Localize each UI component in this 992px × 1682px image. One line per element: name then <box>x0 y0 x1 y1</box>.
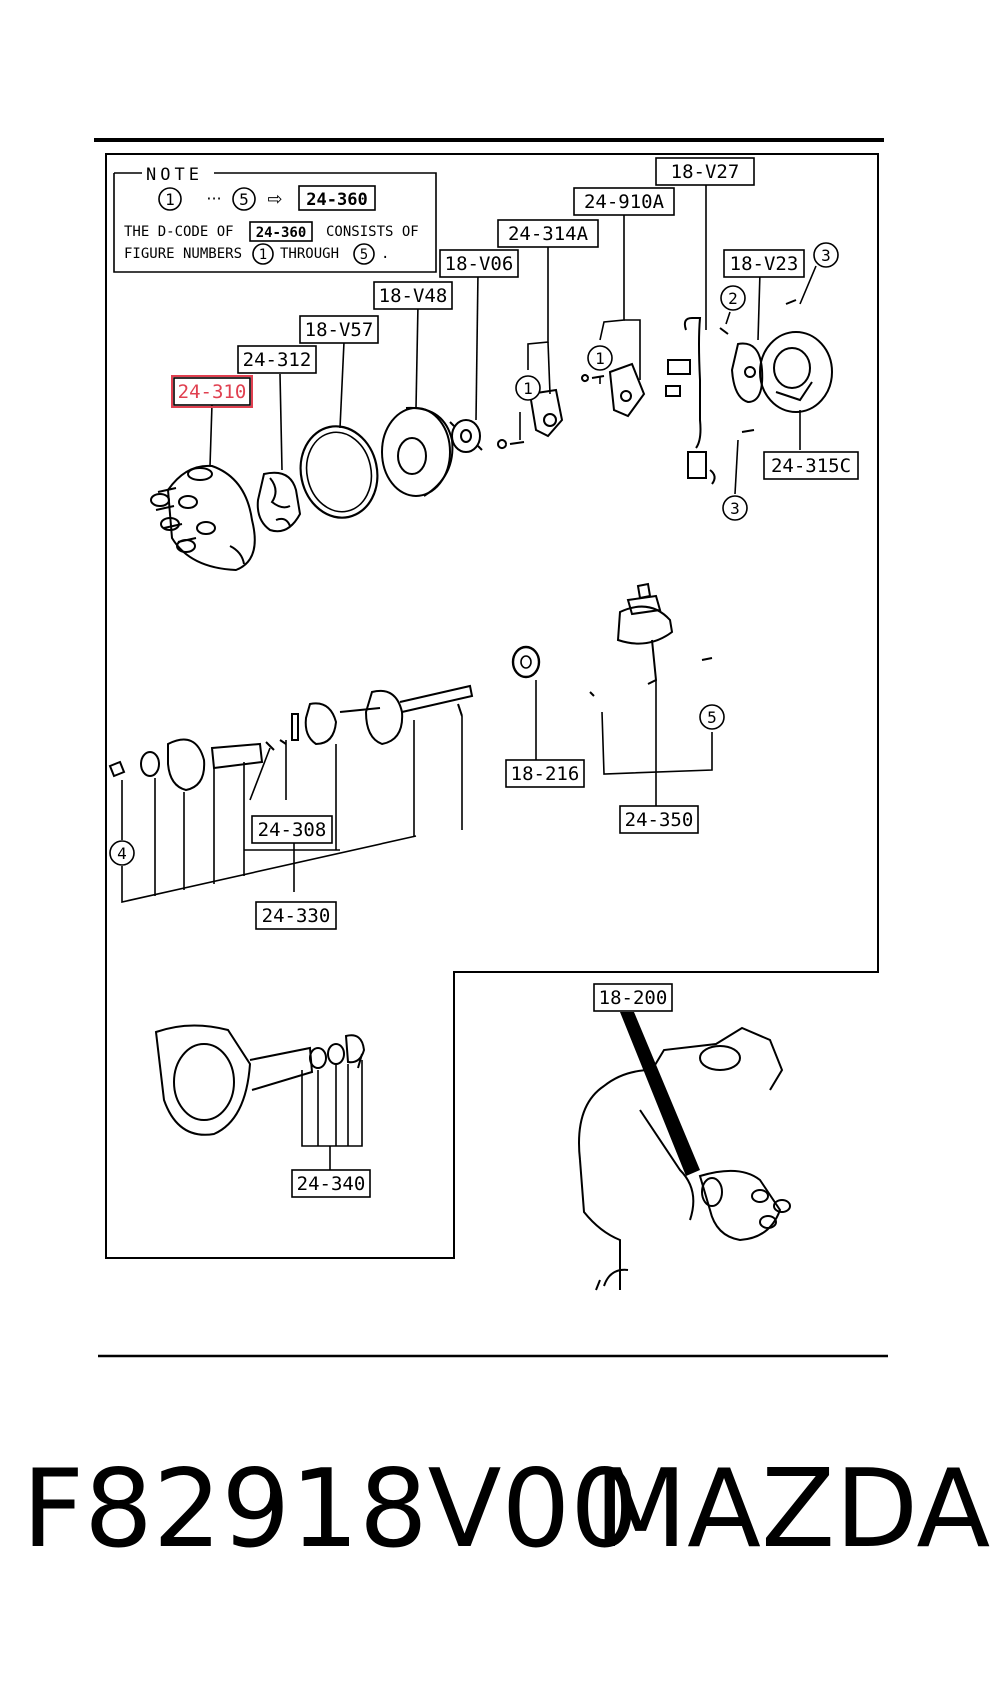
figure-numbers: 1 1 2 3 3 4 5 <box>109 242 839 866</box>
svg-text:···: ··· <box>206 189 221 208</box>
label-24-314A: 24-314A <box>497 219 599 248</box>
svg-text:2: 2 <box>728 289 738 308</box>
svg-text:18-V57: 18-V57 <box>305 319 374 341</box>
svg-text:18-V23: 18-V23 <box>730 253 799 275</box>
svg-text:24-350: 24-350 <box>625 809 694 831</box>
svg-text:24-314A: 24-314A <box>508 223 589 245</box>
svg-text:CONSISTS OF: CONSISTS OF <box>326 224 419 240</box>
svg-text:5: 5 <box>360 247 368 263</box>
svg-text:.: . <box>381 246 389 262</box>
circle-1-b: 1 <box>587 345 613 371</box>
bracket-part <box>497 388 564 450</box>
rotor-part <box>256 471 302 533</box>
housing-part <box>154 1024 366 1136</box>
svg-text:18-V06: 18-V06 <box>445 253 514 275</box>
diagram-frame <box>105 153 879 1259</box>
label-24-910A: 24-910A <box>573 187 675 216</box>
svg-text:24-315C: 24-315C <box>771 455 851 477</box>
brand-name: MAZDA <box>594 1447 991 1572</box>
label-18-V27: 18-V27 <box>655 157 755 186</box>
circle-3-b: 3 <box>722 495 748 521</box>
svg-text:1: 1 <box>595 349 605 368</box>
footer: F82918V00 MAZDA <box>22 1440 990 1580</box>
cover-part <box>381 406 454 497</box>
svg-text:4: 4 <box>117 844 127 863</box>
svg-text:24-312: 24-312 <box>243 349 312 371</box>
leader-lines <box>121 185 817 1170</box>
engine-illustration <box>578 1026 791 1291</box>
part-number: F82918V00 <box>22 1447 639 1572</box>
svg-text:1: 1 <box>259 247 267 263</box>
svg-text:FIGURE NUMBERS: FIGURE NUMBERS <box>124 246 242 262</box>
note-arrow: ⇨ <box>267 189 282 210</box>
circle-4: 4 <box>109 840 135 866</box>
circle-3-a: 3 <box>813 242 839 268</box>
label-24-315C: 24-315C <box>763 451 859 480</box>
note-title: NOTE <box>146 165 203 185</box>
svg-text:24-340: 24-340 <box>297 1173 366 1195</box>
distributor-cap-part <box>150 464 256 572</box>
label-24-310[interactable]: 24-310 <box>171 375 253 408</box>
svg-text:3: 3 <box>821 246 831 265</box>
breaker-plate-part <box>741 299 833 433</box>
svg-text:18-216: 18-216 <box>511 763 580 785</box>
o-ring-part <box>299 425 379 519</box>
svg-text:24-360: 24-360 <box>256 225 307 241</box>
label-24-330: 24-330 <box>255 901 337 930</box>
label-18-V48: 18-V48 <box>373 281 453 310</box>
parts-diagram: NOTE 1 ··· 5 ⇨ 24-360 THE D-CODE OF 24-3… <box>94 138 888 1358</box>
label-18-200: 18-200 <box>593 983 673 1012</box>
svg-text:24-910A: 24-910A <box>584 191 665 213</box>
svg-text:THROUGH: THROUGH <box>280 246 339 262</box>
vacuum-unit-part <box>589 582 713 697</box>
svg-text:1: 1 <box>165 190 175 209</box>
svg-text:3: 3 <box>730 499 740 518</box>
shaft-assembly-part <box>108 684 474 792</box>
wire-harness-part <box>665 317 716 485</box>
svg-text:18-200: 18-200 <box>599 987 668 1009</box>
svg-text:THE D-CODE OF: THE D-CODE OF <box>124 224 234 240</box>
label-24-308: 24-308 <box>251 815 333 844</box>
svg-text:24-308: 24-308 <box>258 819 327 841</box>
svg-text:24-310: 24-310 <box>178 381 247 403</box>
label-boxes: 18-V27 24-910A 24-314A 18-V06 18-V48 18-… <box>171 157 859 1198</box>
label-18-216: 18-216 <box>505 759 585 788</box>
pickup-part <box>581 362 646 418</box>
bearing-part <box>511 645 541 679</box>
svg-text:5: 5 <box>239 190 249 209</box>
note-box: NOTE 1 ··· 5 ⇨ 24-360 THE D-CODE OF 24-3… <box>113 165 437 273</box>
label-18-V06: 18-V06 <box>439 249 519 278</box>
locator-band <box>620 1012 700 1176</box>
circle-2: 2 <box>720 285 746 311</box>
circle-5: 5 <box>699 704 725 730</box>
svg-text:24-330: 24-330 <box>262 905 331 927</box>
svg-text:18-V48: 18-V48 <box>379 285 448 307</box>
label-18-V23: 18-V23 <box>723 249 805 278</box>
label-24-340: 24-340 <box>291 1169 371 1198</box>
plate-part <box>719 327 764 404</box>
label-18-V57: 18-V57 <box>299 315 379 344</box>
svg-text:1: 1 <box>523 379 533 398</box>
selection-highlight <box>171 375 253 408</box>
label-24-350: 24-350 <box>619 805 699 834</box>
svg-text:5: 5 <box>707 708 717 727</box>
circle-1-a: 1 <box>515 375 541 401</box>
label-24-312: 24-312 <box>237 345 317 374</box>
svg-text:18-V27: 18-V27 <box>671 161 740 183</box>
note-target-code: 24-360 <box>306 190 367 210</box>
seal-part <box>449 419 483 453</box>
